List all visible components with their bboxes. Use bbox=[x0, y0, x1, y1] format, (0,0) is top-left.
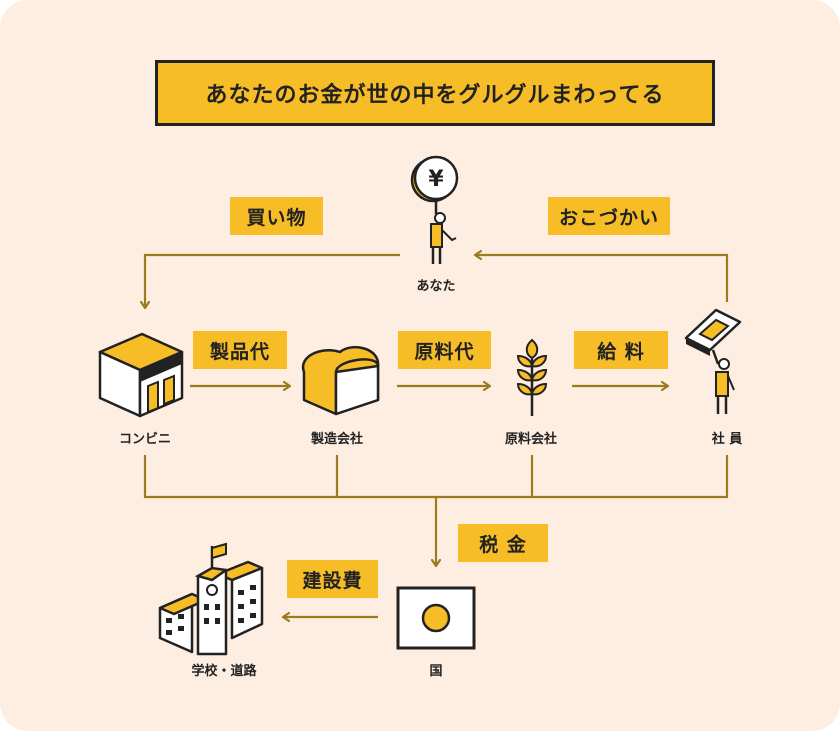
bread-icon bbox=[301, 346, 380, 416]
tag-salary-text: 給 料 bbox=[597, 340, 645, 363]
arrow-shopping bbox=[145, 253, 400, 308]
tag-tax-text: 税 金 bbox=[479, 533, 527, 556]
wheat-icon bbox=[516, 338, 548, 416]
store-icon bbox=[98, 332, 184, 418]
node-employee-label: 社 員 bbox=[711, 432, 743, 447]
tag-material-cost: 原料代 bbox=[398, 331, 491, 369]
node-manufacturer-label: 製造会社 bbox=[310, 432, 363, 447]
arrow-allowance bbox=[475, 255, 729, 302]
node-material-company-label: 原料会社 bbox=[504, 432, 557, 447]
node-you-label: あなた bbox=[416, 279, 456, 294]
tag-construction-text: 建設費 bbox=[302, 569, 363, 592]
tag-shopping-text: 買い物 bbox=[246, 206, 307, 229]
tag-material-cost-text: 原料代 bbox=[414, 340, 475, 363]
tag-allowance-text: おこづかい bbox=[558, 206, 659, 229]
node-store-label: コンビニ bbox=[118, 432, 171, 447]
tag-tax: 税 金 bbox=[458, 524, 548, 562]
tag-construction: 建設費 bbox=[287, 560, 378, 598]
svg-text:¥: ¥ bbox=[428, 167, 444, 192]
tag-salary: 給 料 bbox=[574, 331, 668, 369]
tag-product-cost: 製品代 bbox=[193, 331, 287, 369]
tag-product-cost-text: 製品代 bbox=[209, 340, 270, 363]
tax-bus-line bbox=[143, 455, 729, 499]
japan-flag-icon bbox=[396, 586, 476, 650]
node-country-label: 国 bbox=[429, 664, 443, 679]
title-text: あなたのお金が世の中をグルグルまわってる bbox=[205, 83, 665, 108]
page-title: あなたのお金が世の中をグルグルまわってる bbox=[155, 60, 715, 126]
tag-shopping: 買い物 bbox=[230, 197, 323, 235]
employee-with-money-icon bbox=[684, 308, 742, 414]
tag-allowance: おこづかい bbox=[548, 197, 670, 235]
school-building-icon bbox=[158, 542, 264, 656]
person-with-yen-icon: ¥ bbox=[410, 155, 459, 264]
node-school-road-label: 学校・道路 bbox=[191, 664, 257, 679]
